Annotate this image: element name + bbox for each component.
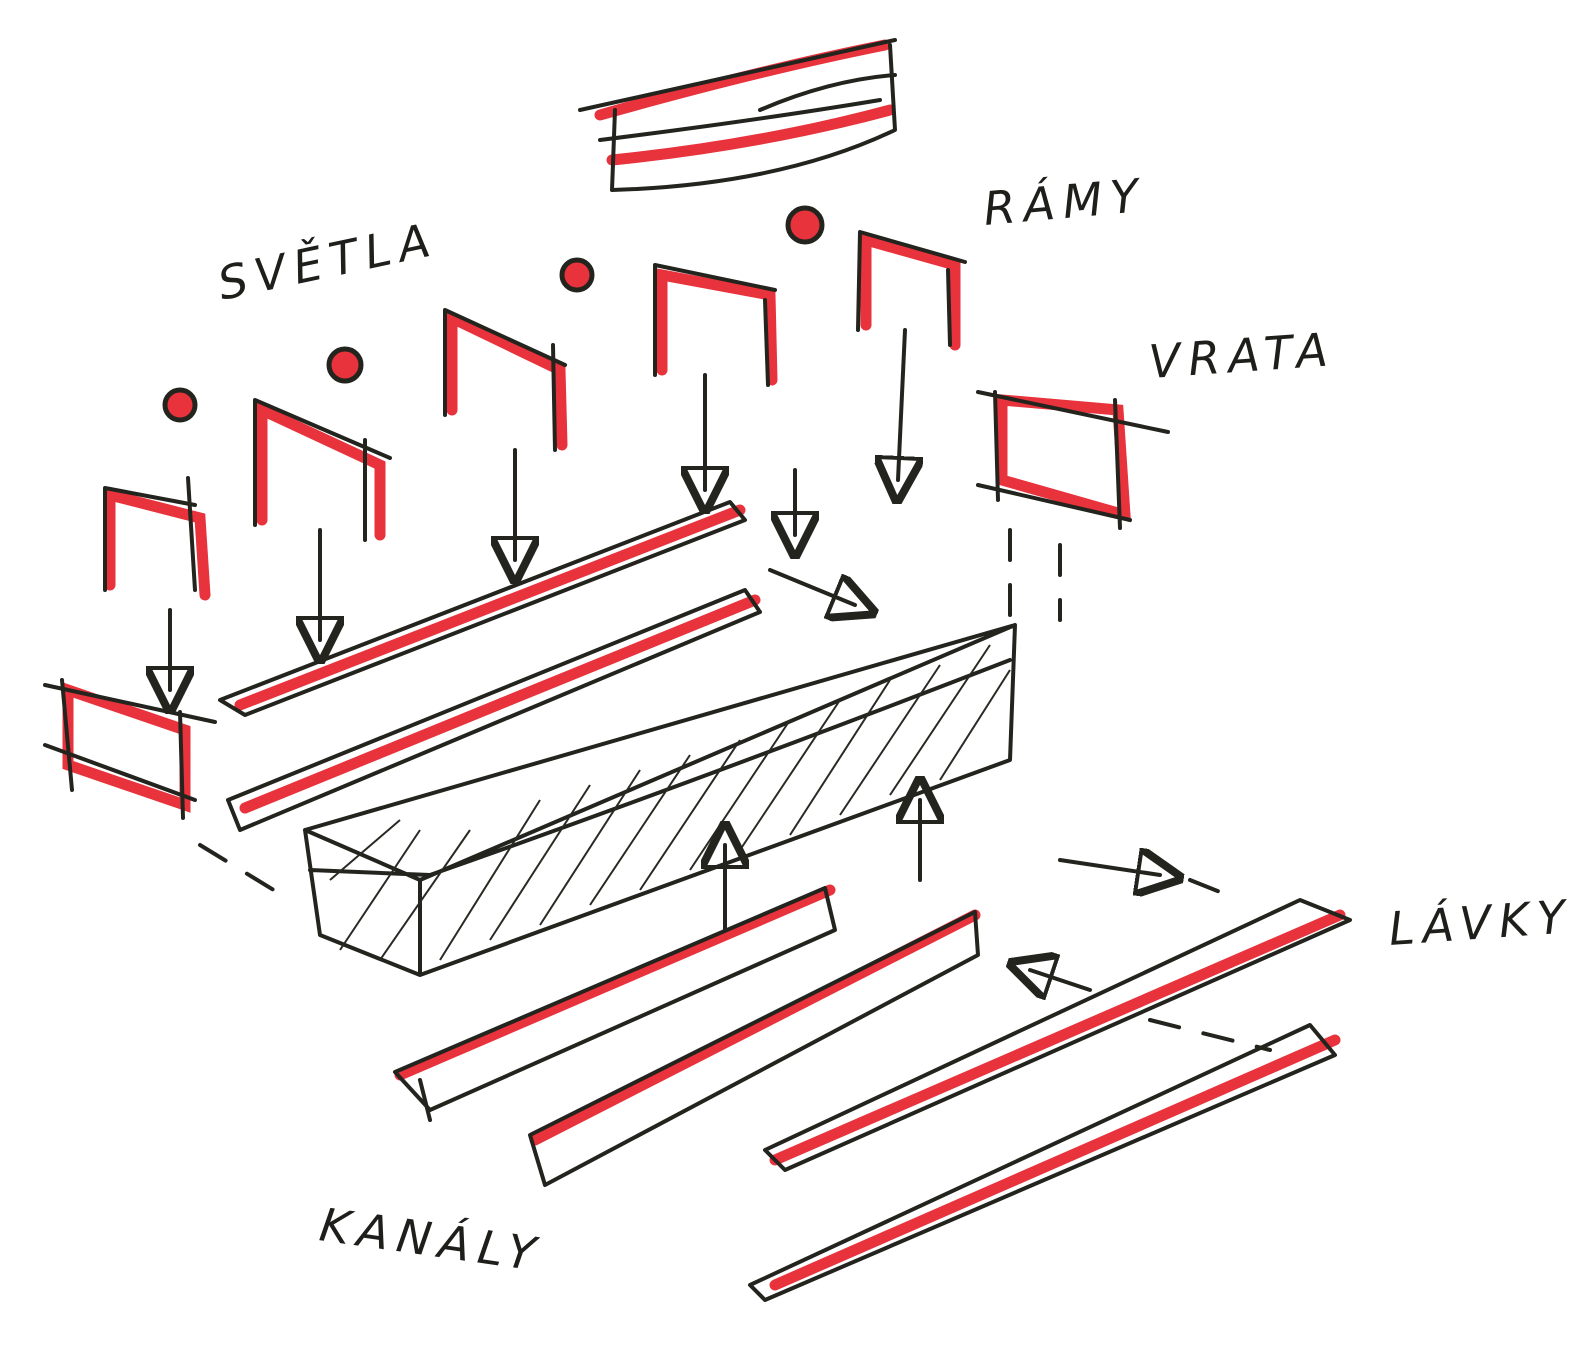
label-frames: RÁMY — [981, 168, 1148, 236]
top-gate — [578, 38, 897, 192]
label-gates: VRATA — [1147, 322, 1337, 389]
label-footbridges: LÁVKY — [1387, 889, 1575, 956]
frame — [103, 476, 211, 601]
arrow-left-icon — [1030, 970, 1092, 990]
lights — [162, 205, 825, 423]
gates — [43, 390, 1170, 820]
light-icon — [785, 205, 825, 245]
frame — [253, 398, 392, 542]
light-icon — [326, 346, 364, 384]
channel — [393, 884, 837, 1122]
light-icon — [162, 387, 198, 423]
footbridge — [218, 500, 747, 717]
arrow-right-icon — [768, 568, 855, 605]
channel — [528, 909, 981, 1187]
channels — [393, 884, 1352, 1302]
channel — [763, 898, 1352, 1172]
light-icon — [559, 257, 595, 293]
channel — [748, 1023, 1341, 1302]
arrow-right-icon — [1058, 860, 1160, 875]
frames — [103, 230, 967, 601]
gate-right — [976, 390, 1170, 530]
label-lights: SVĚTLA — [213, 212, 442, 311]
footbridge — [226, 588, 762, 832]
frame — [653, 263, 778, 387]
arrow-down-icon — [898, 328, 905, 480]
label-channels: KANÁLY — [316, 1197, 546, 1282]
gate-left — [43, 678, 217, 820]
assembly-arrows — [170, 328, 1272, 1052]
channel-block — [303, 623, 1017, 977]
frame — [443, 308, 568, 452]
footbridges — [218, 500, 762, 832]
frame — [856, 230, 967, 351]
